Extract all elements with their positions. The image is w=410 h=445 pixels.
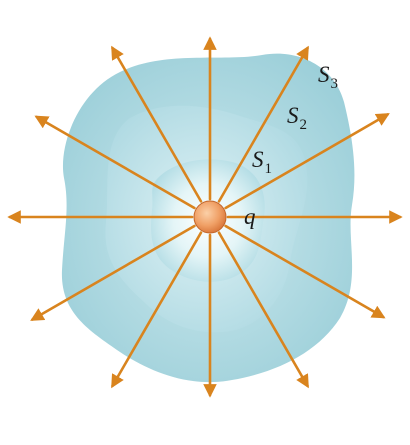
surface-label-s2: S2 [287,103,307,133]
surface-label-s3-sub: 3 [331,76,339,92]
field-line-arrow [224,224,386,319]
surface-label-s1: S1 [252,147,272,177]
field-line-arrow [111,45,203,203]
field-lines [7,36,403,398]
point-charge [193,200,227,234]
field-line-arrow [217,45,309,203]
surface-label-s3: S3 [318,62,338,92]
field-line-arrow [217,231,309,389]
field-line-arrow [30,224,196,321]
surface-label-s1-name: S [252,147,264,172]
surface-label-s2-sub: 2 [300,117,308,133]
surface-label-s1-sub: 1 [265,161,273,177]
field-line-arrow [224,113,390,210]
surface-label-s3-name: S [318,62,330,87]
field-line-arrow [111,231,203,389]
surface-label-s2-name: S [287,103,299,128]
charge-label: q [244,204,256,229]
field-line-arrow [34,115,196,210]
